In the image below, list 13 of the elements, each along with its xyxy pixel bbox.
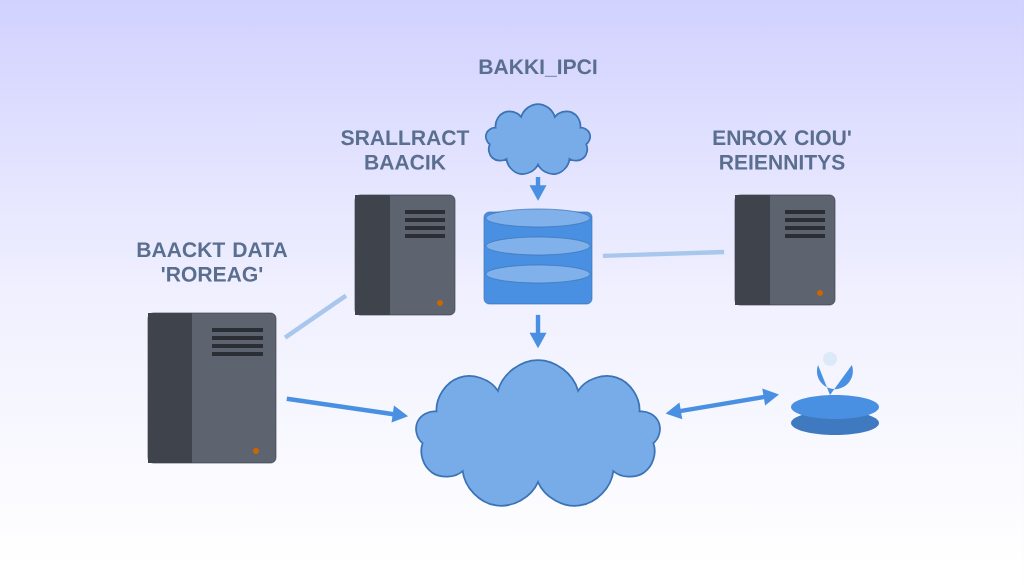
server-tower (734, 194, 836, 306)
cloud (415, 359, 661, 507)
diagram-label: BAKKI_IPCI (479, 59, 597, 77)
server-tower (147, 312, 277, 464)
database-stack (483, 208, 593, 305)
diagram-label: BAACKT DATA 'ROREAG' (137, 242, 288, 282)
connector-line (283, 293, 348, 340)
connector-line (602, 249, 725, 259)
cloud (485, 103, 592, 175)
diagram-label: ENROX CIOU' REIENNITYS (713, 130, 851, 170)
location-pin-drawing (791, 352, 879, 435)
server-tower (354, 194, 456, 316)
diagram-label: SRALLRACT BAACIK (341, 130, 470, 170)
